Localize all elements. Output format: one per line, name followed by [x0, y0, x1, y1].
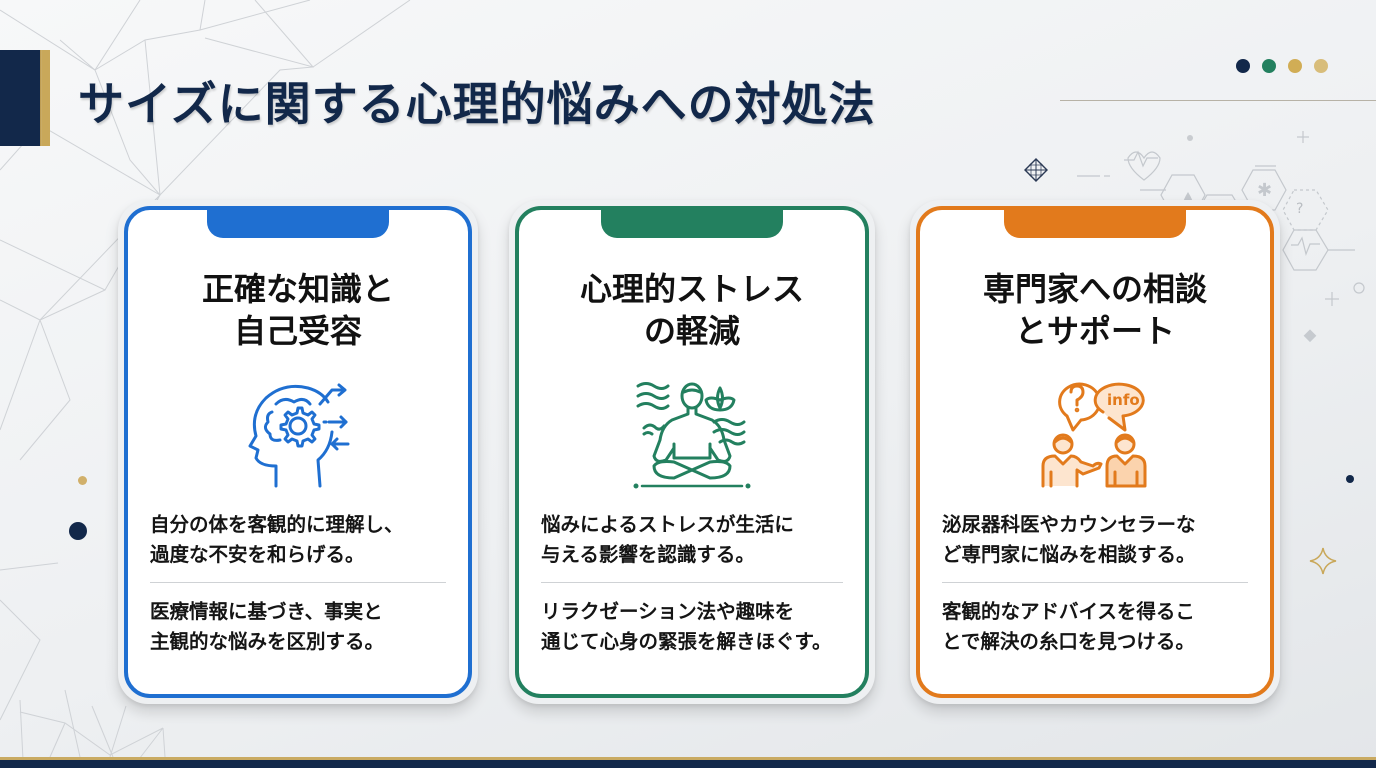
card-stress: 心理的ストレス の軽減 悩みによるストレスが生活に	[509, 200, 875, 704]
card-body: 泌尿器科医やカウンセラーな ど専門家に悩みを相談する。 客観的なアドバイスを得る…	[942, 510, 1248, 657]
page-title: サイズに関する心理的悩みへの対処法	[78, 77, 876, 131]
gold-accent-dot	[78, 476, 87, 485]
title-accent-bar	[0, 50, 50, 146]
decor-dots	[1236, 59, 1328, 73]
card-divider	[942, 582, 1248, 583]
card-title: 専門家への相談 とサポート	[982, 270, 1207, 350]
svg-text:?: ?	[1296, 201, 1303, 217]
card-tab	[1004, 206, 1186, 238]
card-point: 客観的なアドバイスを得るこ とで解決の糸口を見つける。	[942, 600, 1195, 653]
footer-bar	[0, 757, 1376, 768]
navy-accent-dot	[69, 522, 87, 540]
card-tab	[207, 206, 389, 238]
card-knowledge: 正確な知識と 自己受容 自分の体を客観的に理解し、 過度な不安を和らげる。	[118, 200, 478, 704]
card-point: 悩みによるストレスが生活に 与える影響を認識する。	[541, 513, 794, 566]
card-title: 正確な知識と 自己受容	[201, 270, 394, 350]
card-point: 泌尿器科医やカウンセラーな ど専門家に悩みを相談する。	[942, 513, 1196, 566]
diamond-grid-icon	[1024, 158, 1048, 182]
svg-text:info: info	[1107, 391, 1140, 409]
sparkle-icon	[1309, 547, 1337, 575]
card-tab	[601, 206, 783, 238]
card-consult: 専門家への相談 とサポート info 泌尿器科医やカウンセラーな ど専門家に悩み…	[910, 200, 1280, 704]
consultation-icon: info	[1041, 382, 1147, 488]
navy-dot	[1236, 59, 1250, 73]
meditation-icon	[633, 382, 751, 489]
light-gold-dot	[1314, 59, 1328, 73]
card-point: 医療情報に基づき、事実と 主観的な悩みを区別する。	[150, 600, 385, 653]
gold-dot	[1288, 59, 1302, 73]
head-gear-icon	[248, 383, 350, 488]
green-dot	[1262, 59, 1276, 73]
card-body: 自分の体を客観的に理解し、 過度な不安を和らげる。 医療情報に基づき、事実と 主…	[150, 510, 446, 657]
navy-small-dot	[1346, 475, 1354, 483]
card-title: 心理的ストレス の軽減	[579, 270, 804, 350]
card-point: 自分の体を客観的に理解し、 過度な不安を和らげる。	[150, 513, 404, 566]
card-divider	[150, 582, 446, 583]
header-rule	[1060, 100, 1376, 101]
svg-text:✱: ✱	[1257, 180, 1272, 201]
card-divider	[541, 582, 843, 583]
card-body: 悩みによるストレスが生活に 与える影響を認識する。 リラクゼーション法や趣味を …	[541, 510, 843, 657]
card-point: リラクゼーション法や趣味を 通じて心身の緊張を解きほぐす。	[541, 600, 832, 653]
